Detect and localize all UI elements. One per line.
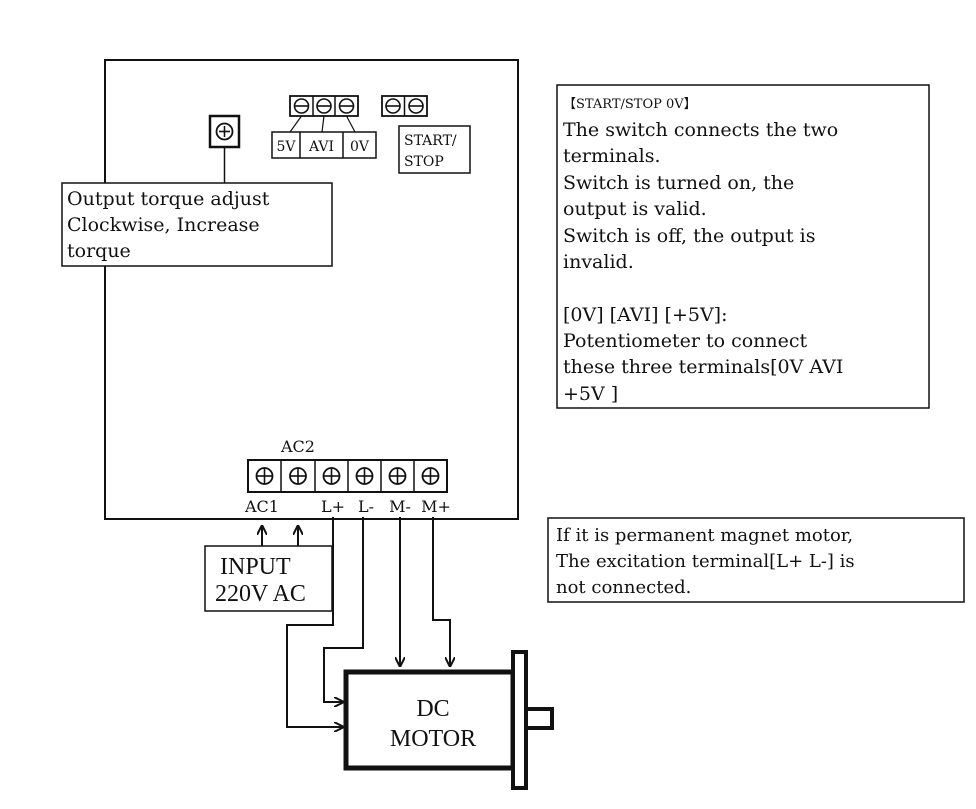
terminal-label-m-minus: M- (389, 497, 411, 516)
note-pm-motor-line-3: not connected. (556, 577, 691, 598)
note-start-stop-line-3: Switch is turned on, the (563, 172, 794, 194)
note-pm-motor-line-2: The excitation terminal[L+ L-] is (556, 551, 855, 572)
note-start-stop-line-6: invalid. (563, 251, 634, 273)
torque-callout: Output torque adjust Clockwise, Increase… (61, 182, 333, 267)
power-terminal-strip: AC2 AC1 L+ L- M- M+ (244, 437, 451, 516)
note-start-stop-line-11: +5V ] (563, 383, 618, 405)
input-box-line-1: INPUT (220, 554, 291, 580)
terminal-label-ac2: AC2 (280, 437, 315, 456)
terminal-label-m-plus: M+ (421, 497, 451, 516)
note-start-stop: 【START/STOP 0V】 The switch connects the … (556, 84, 930, 409)
start-stop-label-line-1: START/ (404, 133, 457, 149)
torque-potentiometer (208, 114, 241, 183)
terminal-label-5v: 5V (276, 139, 296, 155)
start-stop-label-line-2: STOP (404, 154, 444, 170)
terminal-label-ac1: AC1 (244, 497, 279, 516)
controller-box (104, 59, 519, 520)
note-start-stop-line-9: Potentiometer to connect (563, 330, 808, 352)
note-start-stop-line-8: [0V] [AVI] [+5V]: (563, 304, 728, 326)
note-pm-motor: If it is permanent magnet motor, The exc… (547, 517, 965, 603)
motor-label-line-2: MOTOR (390, 726, 476, 752)
terminal-label-avi: AVI (308, 139, 334, 155)
torque-callout-line-1: Output torque adjust (67, 188, 270, 210)
note-start-stop-heading: 【START/STOP 0V】 (563, 97, 697, 112)
start-stop-terminal-strip: START/ STOP (381, 95, 471, 174)
motor-label-line-1: DC (416, 696, 449, 722)
torque-callout-line-2: Clockwise, Increase (67, 214, 260, 236)
input-box: INPUT 220V AC (204, 545, 333, 612)
note-start-stop-line-2: terminals. (563, 145, 661, 167)
input-box-line-2: 220V AC (215, 581, 306, 607)
note-pm-motor-line-1: If it is permanent magnet motor, (556, 525, 853, 546)
input-arrows (262, 526, 298, 546)
note-start-stop-line-4: output is valid. (563, 198, 707, 220)
signal-terminal-strip: 5V AVI 0V (271, 95, 377, 159)
terminal-label-l-plus: L+ (321, 497, 345, 516)
dc-motor: DC MOTOR (343, 650, 554, 790)
terminal-label-0v: 0V (350, 139, 370, 155)
note-start-stop-line-5: Switch is off, the output is (563, 225, 815, 247)
torque-callout-line-3: torque (67, 240, 131, 262)
motor-wires (286, 517, 450, 727)
note-start-stop-line-10: these three terminals[0V AVI (563, 356, 843, 378)
terminal-label-l-minus: L- (358, 497, 374, 516)
note-start-stop-line-1: The switch connects the two (563, 119, 838, 141)
